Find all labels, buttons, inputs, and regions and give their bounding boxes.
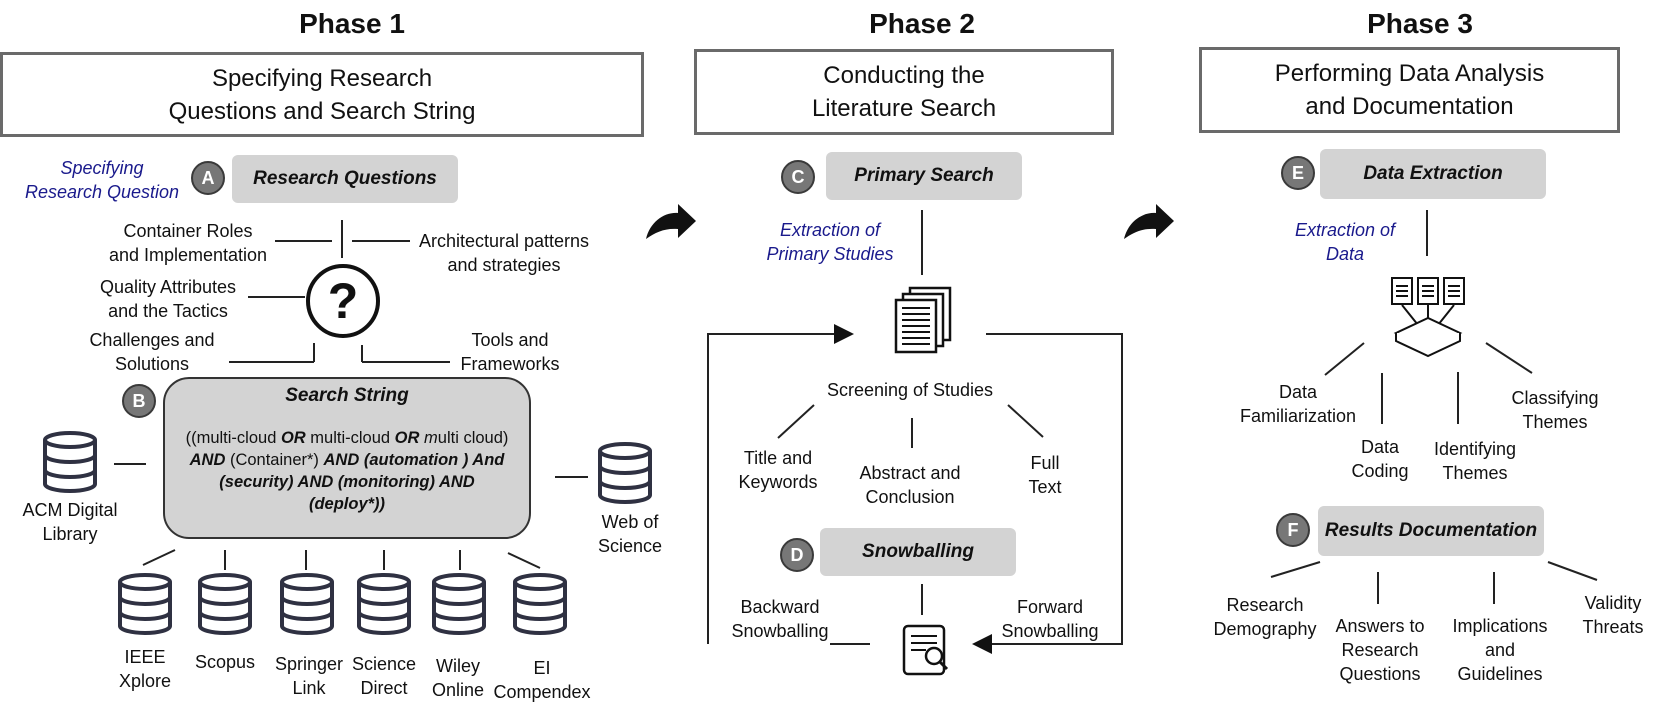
search-string-title: Search String [285, 385, 409, 406]
question-mark: ? [327, 273, 359, 329]
phase-2-title: Phase 2 [869, 8, 975, 39]
badge-d: D [780, 538, 814, 572]
database-icon-ieee [118, 573, 172, 635]
documents-icon [894, 286, 952, 354]
badge-b: B [122, 384, 156, 418]
database-icon-sciencedirect [357, 573, 411, 635]
data-extraction-pill: Data Extraction [1320, 149, 1546, 199]
screening-label: Screening of Studies [826, 380, 994, 400]
badge-a: A [191, 161, 225, 195]
database-icon-ei [513, 573, 567, 635]
phase-1-title: Phase 1 [299, 8, 405, 39]
research-questions-pill: Research Questions [232, 155, 458, 203]
phase-arrow-icon [646, 204, 696, 239]
phase-3-title: Phase 3 [1367, 8, 1473, 39]
badge-e: E [1281, 156, 1315, 190]
search-string-box: Search String ((multi-cloud OR multi-clo… [163, 377, 531, 539]
database-icon-wos [598, 442, 652, 504]
data-extraction-icon [1391, 277, 1465, 358]
badge-f: F [1276, 513, 1310, 547]
database-icon-springer [280, 573, 334, 635]
db-label-scopus: Scopus [194, 652, 256, 672]
results-documentation-pill: Results Documentation [1318, 506, 1544, 556]
search-string-text: ((multi-cloud OR multi-cloud OR multi cl… [185, 429, 509, 513]
question-icon [306, 264, 380, 338]
phase-arrow-icon [1124, 204, 1174, 239]
search-document-icon [902, 624, 949, 676]
primary-search-pill: Primary Search [826, 152, 1022, 200]
snowballing-pill: Snowballing [820, 528, 1016, 576]
database-icon-acm [43, 431, 97, 493]
database-icon-scopus [198, 573, 252, 635]
badge-c: C [781, 160, 815, 194]
database-icon-wiley [432, 573, 486, 635]
